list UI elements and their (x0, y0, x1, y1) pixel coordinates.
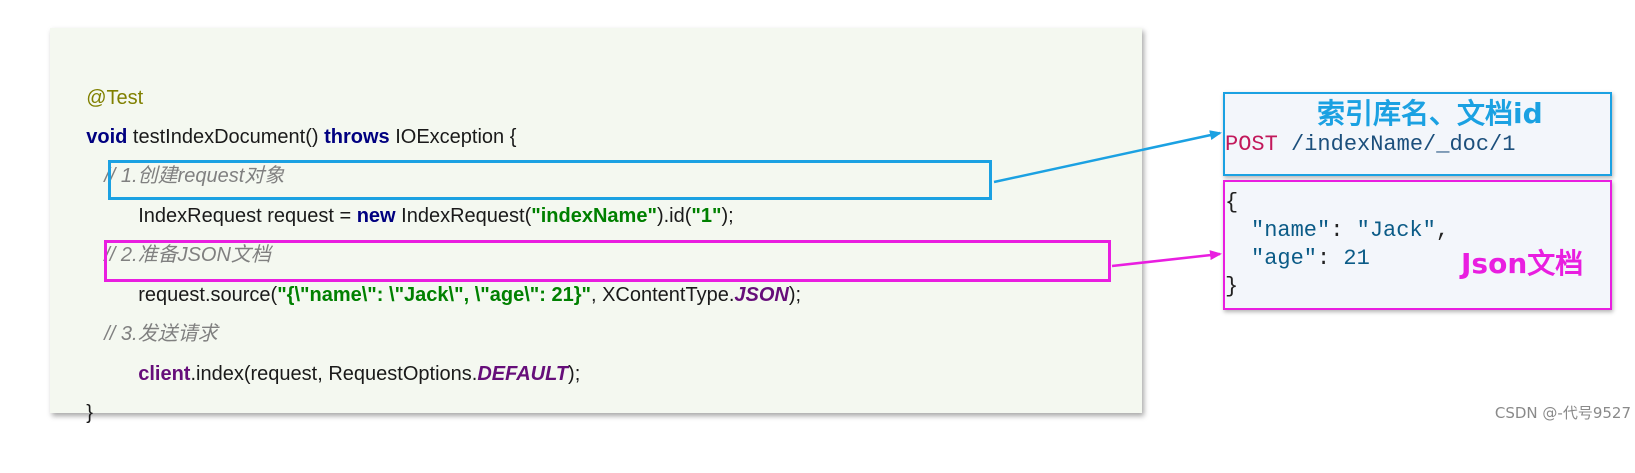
json-line-age: "age": 21 (1251, 246, 1370, 271)
keyword-void: void (86, 126, 128, 148)
keyword-new: new (356, 205, 396, 227)
request-label: 索引库名、文档id (1317, 97, 1543, 130)
client-field: client (138, 363, 191, 385)
index-name-string: "indexName" (531, 205, 657, 227)
request-panel: 索引库名、文档id POST /indexName/_doc/1 (1223, 92, 1612, 176)
code-text: IndexRequest request = (138, 205, 357, 227)
highlight-request-line (108, 160, 992, 200)
request-line: IndexRequest request = new IndexRequest(… (116, 156, 733, 227)
xcontent-json: JSON (734, 284, 789, 306)
code-text: ); (788, 284, 802, 306)
json-line-name: "name": "Jack", (1251, 218, 1449, 243)
doc-id-string: "1" (691, 205, 722, 227)
source-line: request.source("{\"name\": \"Jack\", \"a… (116, 235, 801, 306)
code-text: ).id( (656, 205, 692, 227)
json-key-name: "name" (1251, 218, 1331, 243)
comment-prepare-json: // 2.准备JSON文档 (104, 244, 271, 266)
comment-line-3: // 3.发送请求 (82, 274, 217, 345)
json-comma: , (1435, 218, 1450, 243)
code-text: IndexRequest( (395, 205, 532, 227)
json-string: "{\"name\": \"Jack\", \"age\": 21}" (277, 284, 591, 306)
closing-brace-line: } (64, 353, 93, 424)
json-key-age: "age" (1251, 246, 1318, 271)
json-value-age: 21 (1343, 246, 1370, 271)
connector-arrows (993, 130, 1222, 268)
code-text: ); (568, 363, 581, 385)
closing-brace: } (86, 402, 93, 424)
method-name: testIndexDocument() (127, 126, 325, 148)
method-signature-line: void testIndexDocument() throws IOExcept… (64, 77, 516, 148)
code-text: request.source( (138, 284, 278, 306)
arrow-to-body (1111, 250, 1222, 268)
comment-send-request: // 3.发送请求 (104, 323, 218, 345)
code-text: , XContentType. (590, 284, 735, 306)
request-line-text: POST /indexName/_doc/1 (1225, 132, 1515, 157)
json-open-brace: { (1225, 190, 1239, 215)
request-options-default: DEFAULT (477, 363, 569, 385)
code-text: .index(request, RequestOptions. (190, 363, 478, 385)
code-text: ); (721, 205, 734, 227)
exception-name: IOException { (389, 126, 517, 148)
annotation-line: @Test (64, 38, 143, 109)
watermark: CSDN @-代号9527 (1494, 404, 1631, 422)
highlight-source-line (104, 240, 1111, 282)
arrow-to-request (993, 130, 1222, 184)
index-line: client.index(request, RequestOptions.DEF… (116, 314, 580, 385)
code-panel: @Test void testIndexDocument() throws IO… (50, 28, 1142, 424)
http-method: POST (1225, 132, 1278, 157)
json-close-brace: } (1225, 274, 1239, 299)
keyword-throws: throws (324, 126, 390, 148)
json-colon: : (1330, 218, 1357, 243)
comment-line-2: // 2.准备JSON文档 (82, 195, 271, 266)
request-path: /indexName/_doc/1 (1277, 132, 1516, 157)
json-colon: : (1317, 246, 1344, 271)
json-body-panel: { "name": "Jack", "age": 21 } Json文档 (1223, 180, 1612, 310)
json-doc-label: Json文档 (1461, 247, 1584, 280)
json-value-name: "Jack" (1356, 218, 1436, 243)
test-annotation: @Test (86, 87, 144, 109)
